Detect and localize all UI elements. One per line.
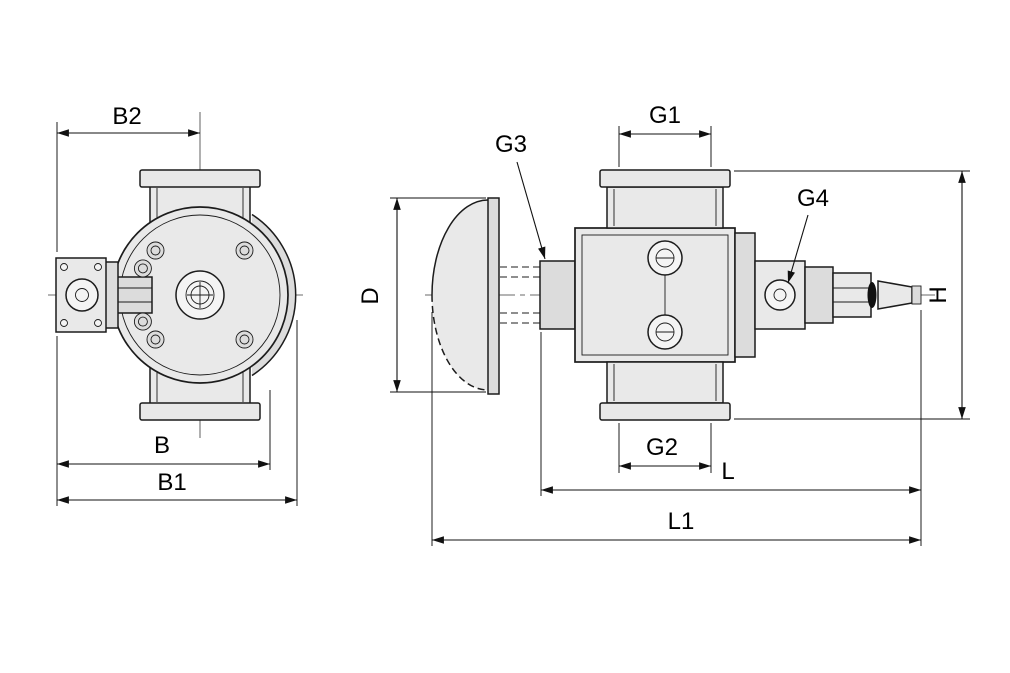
bolt-head-inner [150,245,161,256]
dim-label-b: B [154,432,170,459]
fitting-body [832,272,872,318]
bolt-head [146,241,165,260]
bolt-head-inner [239,245,250,256]
center-hub [175,270,225,320]
bolt-head [235,241,254,260]
outlet-plate [734,232,756,358]
body-inset-line [581,234,729,356]
dimension-b1: B1 [57,320,298,506]
dome-fill [432,200,488,390]
side-bottom-port [599,361,731,421]
rear-dome-arc [251,213,297,377]
top-port-flange [139,169,261,188]
dimension-l1: L1 [431,312,921,546]
dimension-b2: B2 [56,103,200,252]
side-view: G1 G2 G3 G4 D H [357,102,970,546]
bottom-port-neck [606,361,724,404]
fitting-corner-bolt [94,263,102,271]
dome-arc-top [431,199,489,296]
front-view: B2 B B1 [48,103,303,506]
seal-ring [867,282,877,308]
dimension-h: H [734,170,970,420]
bolt-head-inner [150,334,161,345]
dim-label-l: L [721,458,734,485]
threaded-stud-hidden [500,266,540,324]
dim-label-d: D [357,287,384,304]
dim-label-g1: G1 [649,102,681,129]
dimension-g3: G3 [495,131,546,260]
dim-label-b2: B2 [112,103,141,130]
fitting-bore-inner [75,288,89,302]
side-top-port [599,169,731,229]
bolt-head [235,330,254,349]
union-nut [804,266,834,324]
fitting-bore-circle [65,278,99,312]
bolt-head-inner [137,316,148,327]
bottom-port-flange [599,402,731,421]
top-port-flange [599,169,731,188]
dim-label-h: H [925,286,952,303]
bolt-head [146,330,165,349]
bolt-head-inner [239,334,250,345]
top-port-neck [606,186,724,229]
inlet-collar [539,260,576,330]
valve-body [574,227,736,363]
side-fitting [55,257,153,333]
dim-label-g3: G3 [495,131,527,158]
dimension-g4: G4 [787,185,829,284]
fitting-corner-bolt [94,319,102,327]
dome-arc-bottom-hidden [431,294,489,391]
dimension-g2: G2 [618,423,712,473]
dim-label-g2: G2 [646,434,678,461]
dimension-d: D [357,197,486,393]
fitting-corner-bolt [60,319,68,327]
hose-barb-tip [911,285,922,305]
bolt-head [133,259,152,278]
outlet-assembly [734,232,922,358]
dimension-b: B [56,336,271,506]
dome-plate [487,197,500,395]
flange-bolts [133,241,254,349]
dim-label-b1: B1 [157,469,186,496]
bottom-port-flange [139,402,261,421]
fitting-corner-bolt [60,263,68,271]
dimension-g1: G1 [618,102,712,167]
bolt-head-inner [137,263,148,274]
g4-port-inner [773,288,787,302]
leader-line [516,161,546,260]
bolt-head [133,312,152,331]
dim-label-l1: L1 [668,508,695,535]
leader-line [787,214,809,284]
dim-label-g4: G4 [797,185,829,212]
dimension-l: L [540,310,922,546]
suction-dome [431,197,500,395]
g4-port-circle [764,279,796,311]
hub-mid-circle [185,280,215,310]
